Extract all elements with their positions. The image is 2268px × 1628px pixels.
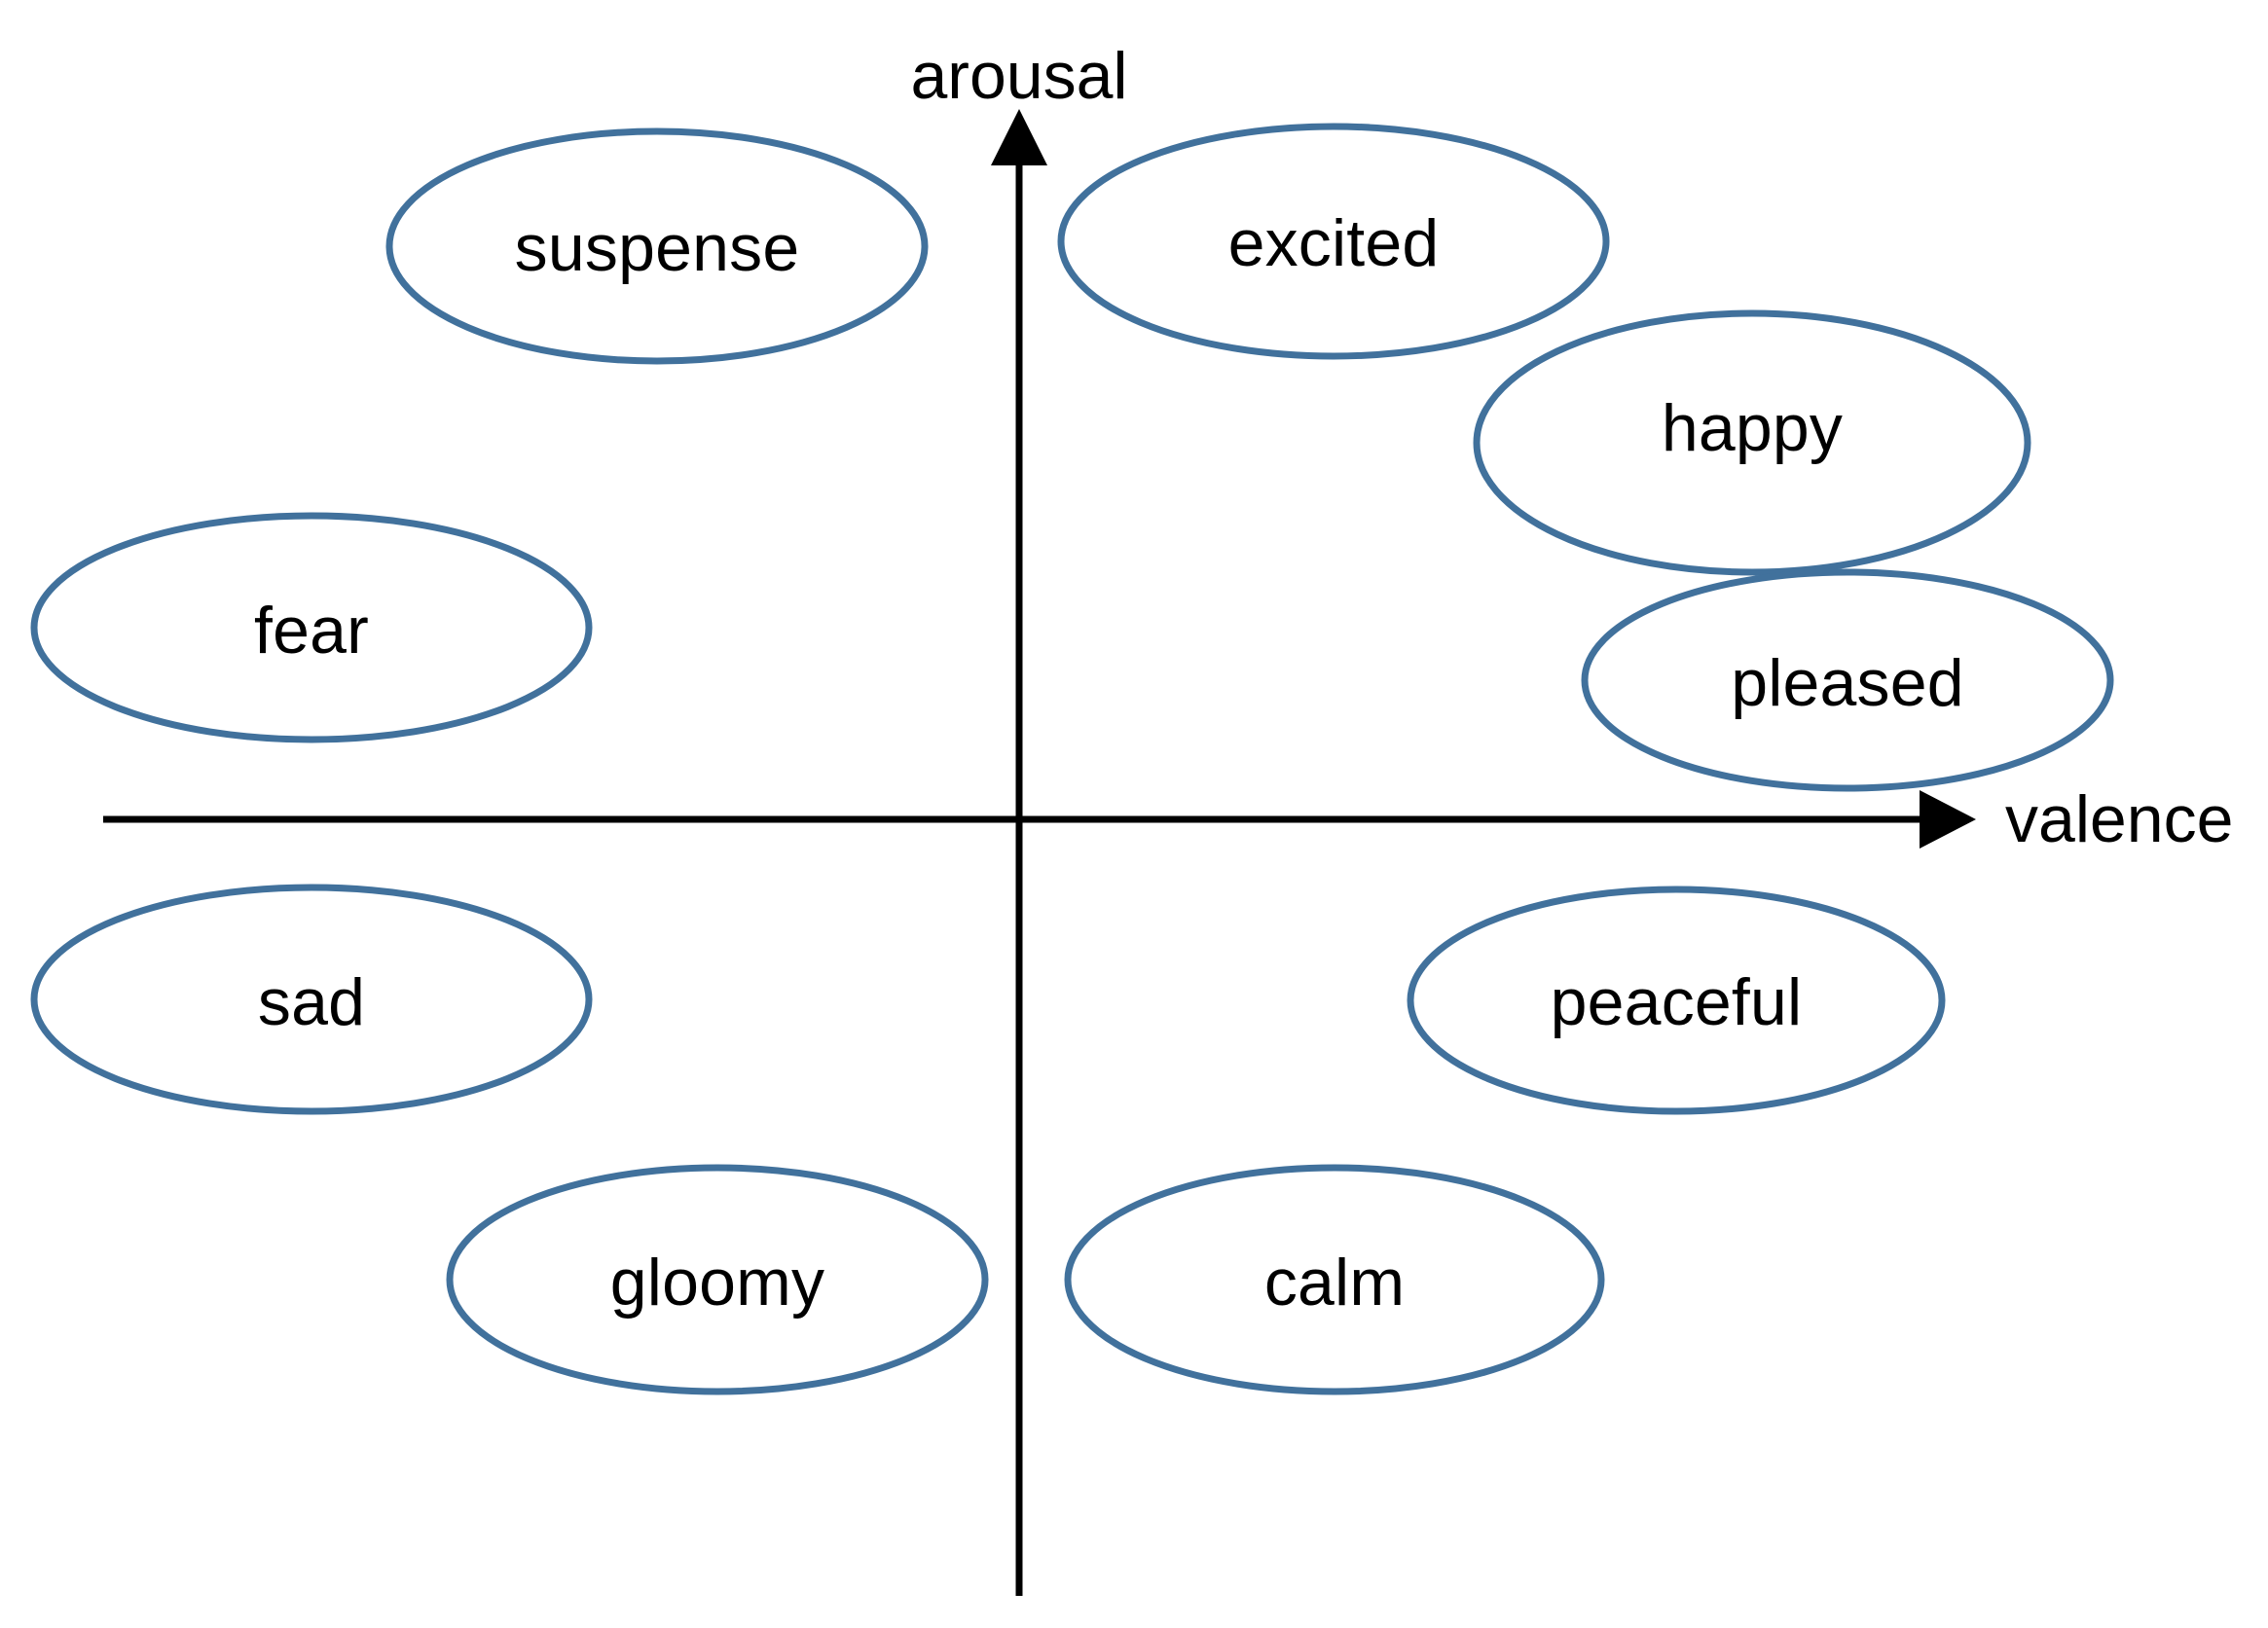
emotion-label-sad: sad: [257, 965, 366, 1039]
emotion-ellipse-sad[interactable]: [30, 884, 593, 1115]
emotion-ellipse-peaceful[interactable]: [1407, 886, 1946, 1115]
emotion-label-suspense: suspense: [514, 211, 800, 285]
emotion-ellipse-gloomy[interactable]: [446, 1164, 989, 1395]
emotion-label-gloomy: gloomy: [609, 1246, 825, 1320]
emotion-label-happy: happy: [1661, 391, 1844, 465]
emotion-ellipse-pleased[interactable]: [1581, 568, 2114, 792]
emotion-ellipse-fear[interactable]: [30, 512, 593, 743]
emotion-ellipse-happy[interactable]: [1473, 309, 2031, 576]
emotion-ellipse-calm[interactable]: [1064, 1164, 1605, 1395]
emotion-label-pleased: pleased: [1731, 646, 1964, 720]
emotion-label-fear: fear: [254, 594, 369, 668]
arousal-axis-arrowhead-icon: [991, 109, 1047, 165]
valence-axis-arrowhead-icon: [1920, 790, 1976, 849]
emotion-label-peaceful: peaceful: [1550, 965, 1803, 1039]
emotion-ellipse-excited[interactable]: [1057, 123, 1610, 360]
emotion-label-excited: excited: [1227, 206, 1440, 280]
emotion-ellipse-suspense[interactable]: [385, 127, 929, 365]
emotion-label-calm: calm: [1263, 1246, 1406, 1320]
arousal-axis-label: arousal: [910, 39, 1128, 113]
valence-axis-label: valence: [2005, 782, 2234, 856]
